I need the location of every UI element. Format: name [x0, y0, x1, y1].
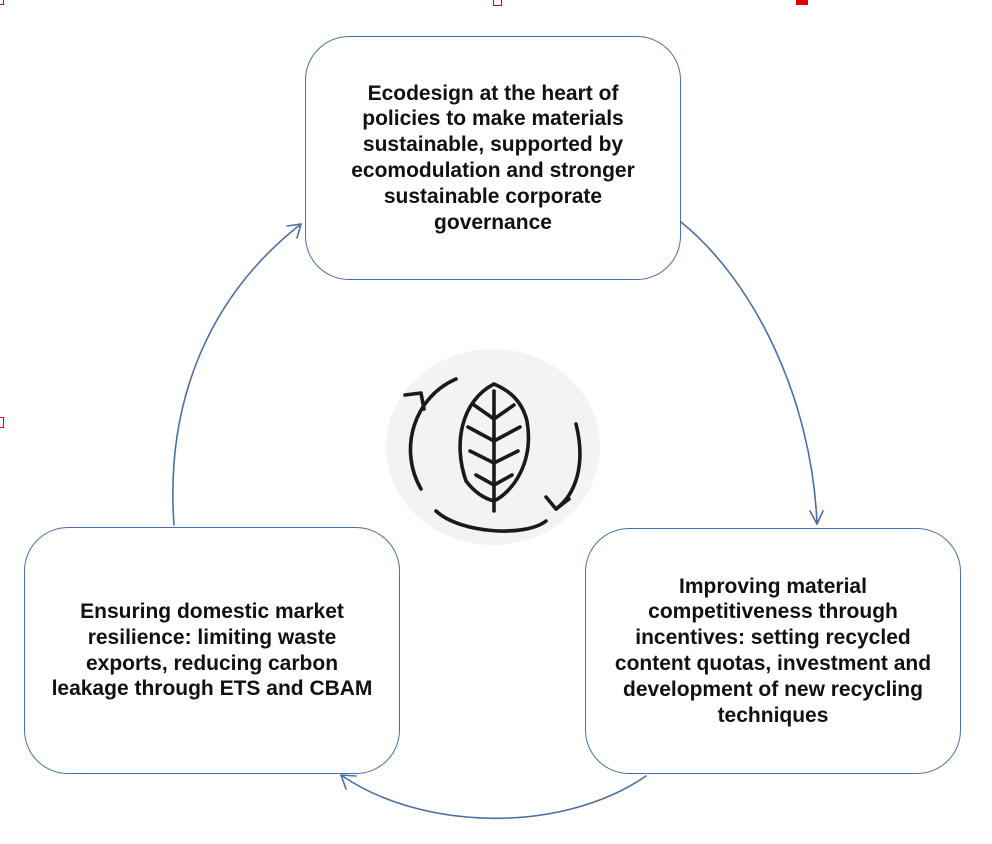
- connector-right-to-left: [340, 774, 647, 820]
- node-ecodesign-text: Ecodesign at the heart of policies to ma…: [351, 81, 635, 234]
- marker-top-center: [493, 0, 502, 6]
- recycle-leaf-icon: [403, 377, 582, 533]
- node-market-resilience: Ensuring domestic market resilience: lim…: [24, 527, 400, 774]
- cycle-arrow-upper-left: [408, 377, 458, 491]
- leaf-veins: [466, 403, 522, 487]
- node-competitiveness: Improving material competitiveness throu…: [585, 528, 961, 774]
- connector-left-to-top-arrowhead: [286, 223, 302, 239]
- cycle-arrow-lower-right: [554, 422, 582, 511]
- connector-top-to-right-arrowhead: [809, 510, 824, 525]
- node-market-resilience-text: Ensuring domestic market resilience: lim…: [51, 599, 373, 701]
- cycle-arrow-upper-left-head: [403, 391, 426, 411]
- connector-top-to-right: [680, 221, 818, 525]
- center-badge: [386, 349, 600, 545]
- marker-top-right: [796, 0, 808, 5]
- marker-top-left: [0, 0, 4, 5]
- connector-right-to-left-arrowhead: [340, 774, 357, 790]
- node-competitiveness-text: Improving material competitiveness throu…: [614, 574, 932, 727]
- node-ecodesign: Ecodesign at the heart of policies to ma…: [305, 36, 681, 280]
- cycle-arrow-lower-right-head: [544, 495, 571, 511]
- marker-left-edge: [0, 417, 4, 428]
- connector-left-to-top: [172, 223, 302, 526]
- cycle-arc-bottom: [434, 509, 548, 533]
